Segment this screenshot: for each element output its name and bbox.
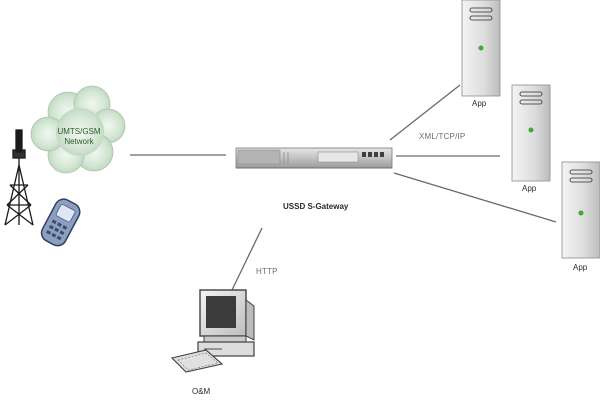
ussd-gateway-icon [235,147,393,169]
connections [130,84,557,291]
om-workstation-icon [170,289,255,373]
app-server-icon [461,0,501,97]
app-label-1: App [472,99,487,108]
om-label: O&M [192,387,211,396]
link-gateway-app-1 [389,84,461,141]
app-server-icon [561,161,600,259]
network-label-line1: UMTS/GSM [57,127,101,136]
network-label: UMTS/GSM Network [44,127,114,148]
network-label-line2: Network [64,137,94,147]
mobile-phone-icon [40,198,81,247]
app-label-2: App [522,184,537,193]
cell-tower-icon [4,129,34,226]
app-server-icon [511,84,551,182]
link-gateway-om [231,227,263,291]
gateway-label: USSD S-Gateway [283,202,349,211]
om-link-protocol-label: HTTP [256,267,278,276]
umts-gsm-network-cloud-icon [30,85,126,174]
link-gateway-app-3 [393,172,557,223]
app-label-3: App [573,263,588,272]
app-link-protocol-label: XML/TCP/IP [419,132,466,141]
